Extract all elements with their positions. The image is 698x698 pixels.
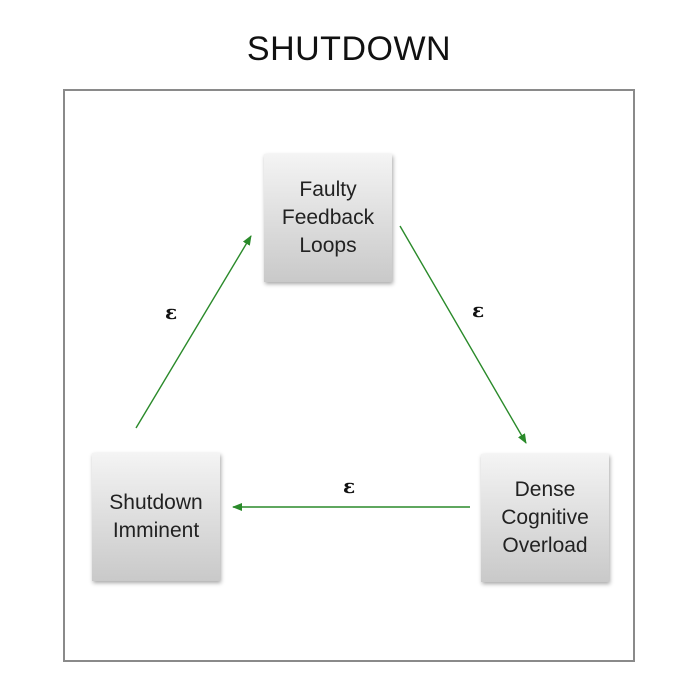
- node-shutdown-imminent: Shutdown Imminent: [92, 453, 220, 581]
- node-dense-cognitive-overload: Dense Cognitive Overload: [481, 454, 609, 582]
- diagram-title: SHUTDOWN: [246, 30, 452, 68]
- node-faulty-feedback-loops: Faulty Feedback Loops: [264, 154, 392, 282]
- diagram-frame: [63, 89, 635, 662]
- arrow-feedback-to-overload: [399, 225, 527, 444]
- arrow-shutdown-to-feedback: [135, 235, 252, 429]
- edge-label-bottom: ε: [343, 474, 356, 498]
- edge-label-left: ε: [165, 300, 178, 324]
- edge-label-right: ε: [472, 298, 485, 322]
